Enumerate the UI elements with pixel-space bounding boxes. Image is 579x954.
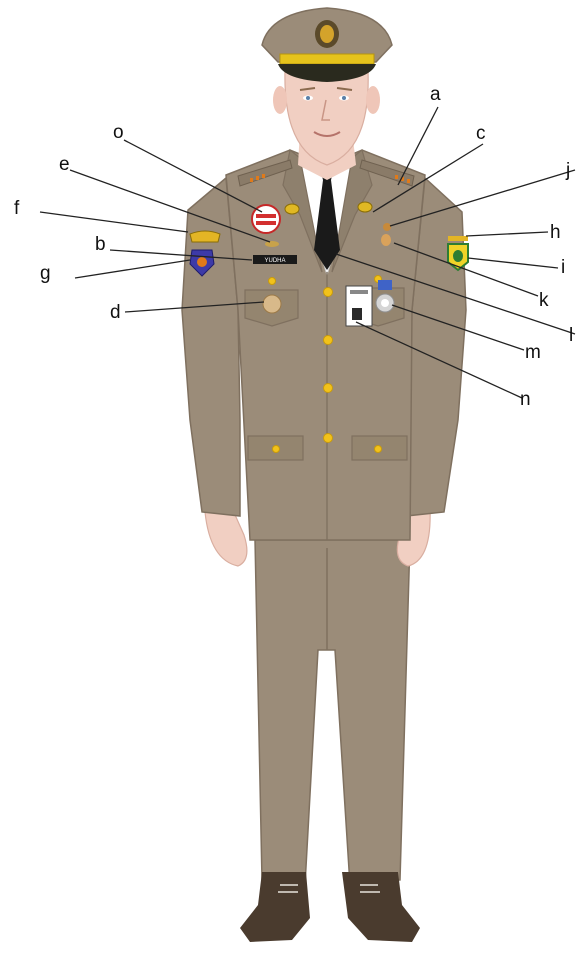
label-b: b — [95, 234, 106, 255]
label-h: h — [550, 222, 561, 243]
label-m: m — [525, 342, 541, 363]
peaked-cap — [262, 8, 392, 82]
label-k: k — [539, 290, 549, 311]
label-c: c — [476, 123, 486, 144]
nameplate: YUDHA — [253, 255, 297, 264]
label-f: f — [14, 198, 20, 219]
label-j: j — [565, 160, 570, 181]
label-l: l — [569, 325, 573, 346]
medal-m — [376, 280, 394, 312]
label-a: a — [430, 84, 441, 105]
label-i: i — [561, 257, 565, 278]
trousers — [255, 540, 410, 885]
cap-badge-icon — [315, 20, 339, 48]
jacket — [182, 150, 466, 540]
shoes — [240, 872, 420, 942]
label-d: d — [110, 302, 121, 323]
label-e: e — [59, 154, 70, 175]
label-g: g — [40, 263, 51, 284]
label-n: n — [520, 389, 531, 410]
id-card-n — [346, 286, 372, 326]
nameplate-text: YUDHA — [264, 258, 285, 264]
label-o: o — [113, 122, 124, 143]
